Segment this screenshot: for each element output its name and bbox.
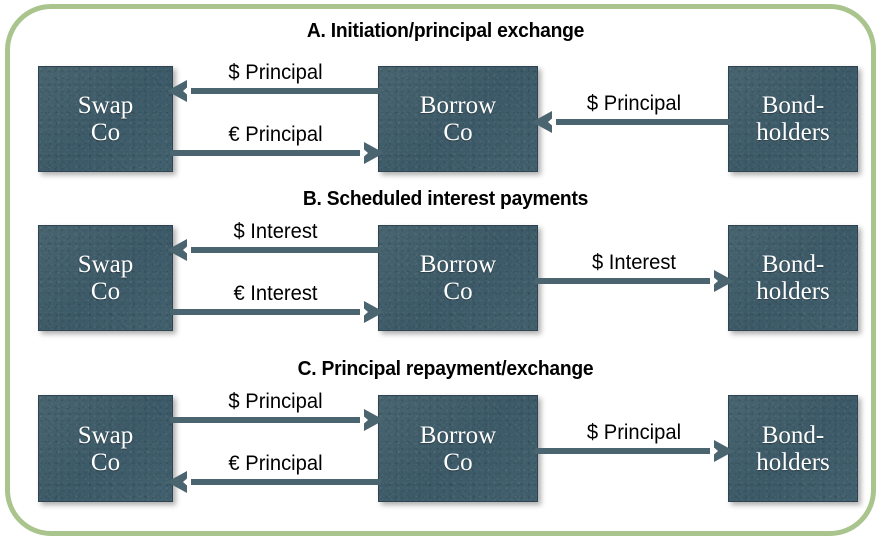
- section-a-title: A. Initiation/principal exchange: [306, 19, 585, 42]
- flow-arrow-c-2: [167, 471, 381, 493]
- arrow-notch: [183, 243, 191, 257]
- flow-arrow-c-3: [535, 440, 734, 462]
- arrow-head-right-icon: [364, 409, 384, 431]
- arrow-notch: [360, 305, 368, 319]
- arrow-notch: [183, 84, 191, 98]
- entity-swap-co-b: Swap Co: [38, 225, 173, 331]
- arrow-head-right-icon: [364, 142, 384, 164]
- flow-label-b-3: $ Interest: [591, 251, 677, 274]
- flow-arrow-c-1: [170, 409, 384, 431]
- arrow-shaft: [170, 150, 370, 156]
- flow-arrow-b-1: [167, 239, 381, 261]
- entity-label-line2: holders: [756, 119, 830, 146]
- arrow-notch: [183, 475, 191, 489]
- arrow-notch: [710, 444, 718, 458]
- entity-label-line2: holders: [756, 448, 830, 476]
- flow-label-a-3: $ Principal: [586, 92, 682, 115]
- entity-label-line1: Borrow: [419, 251, 497, 278]
- arrow-shaft: [181, 88, 381, 94]
- arrow-head-right-icon: [714, 270, 734, 292]
- arrow-head-right-icon: [714, 440, 734, 462]
- flow-arrow-a-2: [170, 142, 384, 164]
- entity-label-line1: Swap: [77, 92, 134, 119]
- section-a: A. Initiation/principal exchange Swap Co…: [10, 19, 881, 189]
- arrow-notch: [710, 274, 718, 288]
- entity-swap-co-a: Swap Co: [38, 66, 173, 172]
- arrow-shaft: [181, 247, 381, 253]
- entity-label-line1: Bond-: [761, 421, 825, 449]
- entity-label-line2: holders: [756, 278, 830, 305]
- flow-label-a-1: $ Principal: [228, 61, 323, 84]
- flow-label-b-1: $ Interest: [233, 220, 318, 243]
- flow-label-a-2: € Principal: [228, 123, 323, 146]
- entity-borrow-co-a: Borrow Co: [378, 66, 538, 172]
- entity-borrow-co-b: Borrow Co: [378, 225, 538, 331]
- entity-label-line1: Bond-: [761, 251, 825, 278]
- entity-swap-co-c: Swap Co: [38, 395, 173, 502]
- arrow-notch: [360, 413, 368, 427]
- flow-label-c-3: $ Principal: [586, 421, 682, 444]
- arrow-notch: [548, 115, 556, 129]
- arrow-shaft: [546, 119, 731, 125]
- arrow-shaft: [181, 479, 381, 485]
- section-c-title: C. Principal repayment/exchange: [297, 357, 594, 380]
- arrow-head-right-icon: [364, 301, 384, 323]
- entity-label-line1: Bond-: [761, 92, 825, 119]
- entity-label-line1: Borrow: [419, 92, 497, 119]
- entity-label-line2: Co: [90, 448, 121, 476]
- arrow-head-left-icon: [532, 111, 552, 133]
- flow-label-b-2: € Interest: [233, 282, 318, 305]
- arrow-head-left-icon: [167, 471, 187, 493]
- arrow-shaft: [535, 448, 720, 454]
- entity-bondholders-a: Bond- holders: [728, 66, 858, 172]
- entity-label-line2: Co: [90, 119, 121, 146]
- entity-borrow-co-c: Borrow Co: [378, 395, 538, 502]
- entity-label-line1: Borrow: [419, 421, 497, 449]
- section-c: C. Principal repayment/exchange Swap Co …: [10, 357, 881, 529]
- flow-arrow-a-3: [532, 111, 731, 133]
- arrow-notch: [360, 146, 368, 160]
- arrow-shaft: [170, 309, 370, 315]
- flow-arrow-b-2: [170, 301, 384, 323]
- entity-bondholders-b: Bond- holders: [728, 225, 858, 331]
- arrow-head-left-icon: [167, 239, 187, 261]
- entity-label-line2: Co: [443, 119, 473, 146]
- flow-label-c-2: € Principal: [228, 452, 323, 475]
- entity-label-line1: Swap: [77, 421, 134, 449]
- entity-bondholders-c: Bond- holders: [728, 395, 858, 502]
- entity-label-line2: Co: [90, 278, 121, 305]
- arrow-head-left-icon: [167, 80, 187, 102]
- flow-label-c-1: $ Principal: [228, 390, 323, 413]
- section-b-title: B. Scheduled interest payments: [302, 187, 589, 210]
- entity-label-line1: Swap: [77, 251, 134, 278]
- section-b: B. Scheduled interest payments Swap Co B…: [10, 187, 881, 357]
- flow-arrow-b-3: [535, 270, 734, 292]
- diagram-frame: A. Initiation/principal exchange Swap Co…: [5, 4, 876, 536]
- arrow-shaft: [535, 278, 720, 284]
- entity-label-line2: Co: [443, 448, 473, 476]
- arrow-shaft: [170, 417, 370, 423]
- entity-label-line2: Co: [443, 278, 473, 305]
- flow-arrow-a-1: [167, 80, 381, 102]
